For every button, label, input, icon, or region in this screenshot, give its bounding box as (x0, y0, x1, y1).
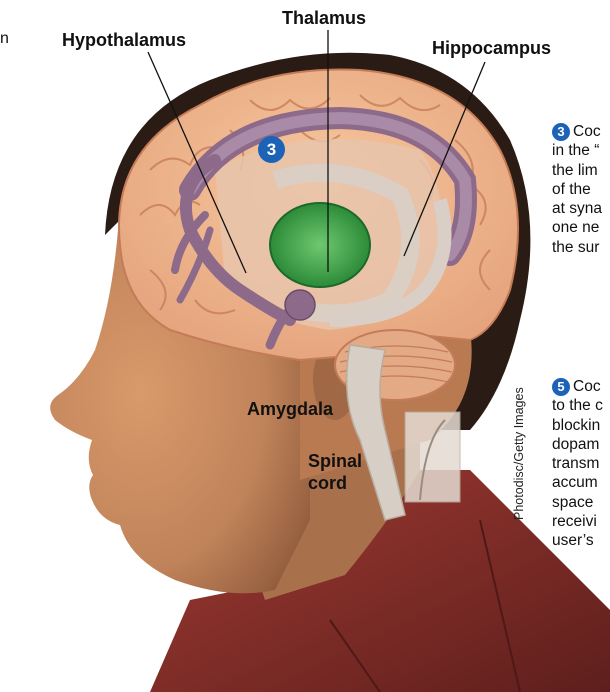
label-amygdala: Amygdala (247, 399, 333, 420)
step-3-badge-on-brain: 3 (258, 136, 285, 163)
label-thalamus: Thalamus (282, 8, 366, 29)
amygdala-shape (285, 290, 315, 320)
step-3-number: 3 (552, 123, 570, 141)
photo-credit: Photodisc/Getty Images (512, 387, 526, 520)
spinal-cord (405, 412, 460, 502)
thalamus-shape (270, 203, 370, 287)
label-hippocampus: Hippocampus (432, 38, 551, 59)
label-spinal-cord: Spinal cord (308, 450, 362, 494)
cut-off-text-left: n (0, 30, 9, 48)
step-5-number: 5 (552, 378, 570, 396)
label-hypothalamus: Hypothalamus (62, 30, 186, 51)
